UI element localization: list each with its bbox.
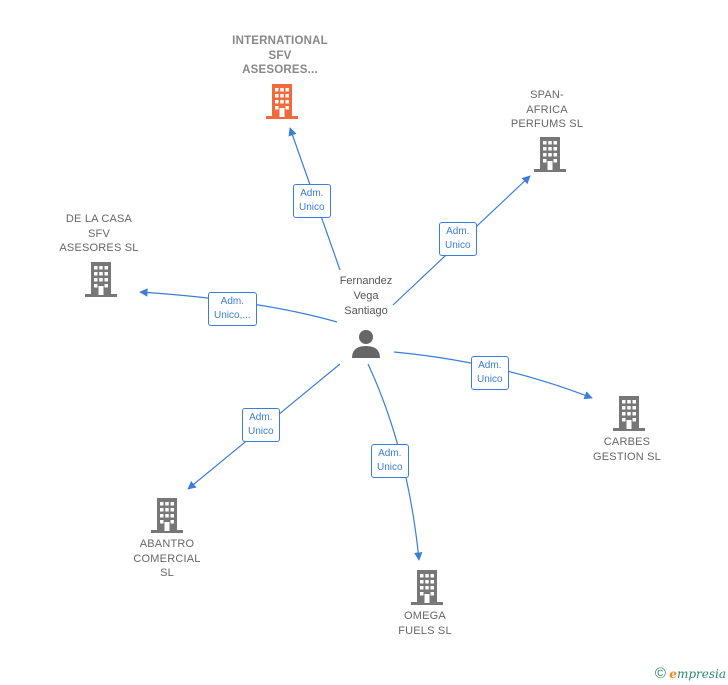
building-icon[interactable] [266, 84, 298, 119]
edge-label-line: Adm. [478, 360, 502, 371]
edge-label-carbes[interactable]: Adm. Unico [471, 356, 509, 390]
edge-label-international-sfv[interactable]: Adm. Unico [293, 184, 331, 218]
edge-label-line: Adm. [249, 412, 273, 423]
edge-label-line: Adm. [446, 226, 470, 237]
person-name[interactable]: Fernandez Vega Santiago [318, 274, 414, 319]
edge-label-line: Unico [377, 462, 403, 473]
edge-label-line: Unico [445, 240, 471, 251]
edge-label-line: Unico [477, 374, 503, 385]
person-name-line: Vega [353, 290, 379, 302]
building-icon[interactable] [613, 396, 645, 431]
building-icon[interactable] [534, 137, 566, 172]
footer-brand[interactable]: © empresia [655, 665, 726, 682]
edge-label-line: Unico,... [214, 310, 251, 321]
edge-label-line: Adm. [220, 296, 245, 307]
edge-label-de-la-casa[interactable]: Adm. Unico,... [208, 292, 257, 326]
edge-label-span-africa[interactable]: Adm. Unico [439, 222, 477, 256]
brand-logo: empresia [669, 667, 726, 681]
person-name-line: Fernandez [339, 275, 393, 287]
edge-label-omega[interactable]: Adm. Unico [371, 444, 409, 478]
copyright-icon: © [654, 665, 666, 682]
edge-label-line: Adm. [300, 188, 324, 199]
brand-rest: mpresia [676, 667, 726, 681]
person-icon[interactable] [350, 328, 382, 358]
company-label-de-la-casa[interactable]: DE LA CASA SFV ASESORES SL [59, 213, 139, 254]
company-label-carbes[interactable]: CARBES GESTION SL [592, 436, 662, 463]
building-icon[interactable] [411, 570, 443, 605]
person-name-line: Santiago [344, 305, 388, 317]
company-label-international-sfv[interactable]: INTERNATIONAL SFV ASESORES... [232, 35, 328, 76]
company-label-omega[interactable]: OMEGA FUELS SL [398, 610, 452, 637]
edge-label-line: Unico [299, 202, 325, 213]
edge-label-abantro[interactable]: Adm. Unico [242, 408, 280, 442]
company-label-abantro[interactable]: ABANTRO COMERCIAL SL [133, 538, 201, 579]
building-icon[interactable] [85, 262, 117, 297]
edge-label-line: Unico [248, 426, 274, 437]
company-label-span-africa[interactable]: SPAN- AFRICA PERFUMS SL [510, 89, 584, 130]
edge-label-line: Adm. [378, 448, 402, 459]
building-icon[interactable] [151, 498, 183, 533]
brand-initial: e [669, 667, 677, 681]
